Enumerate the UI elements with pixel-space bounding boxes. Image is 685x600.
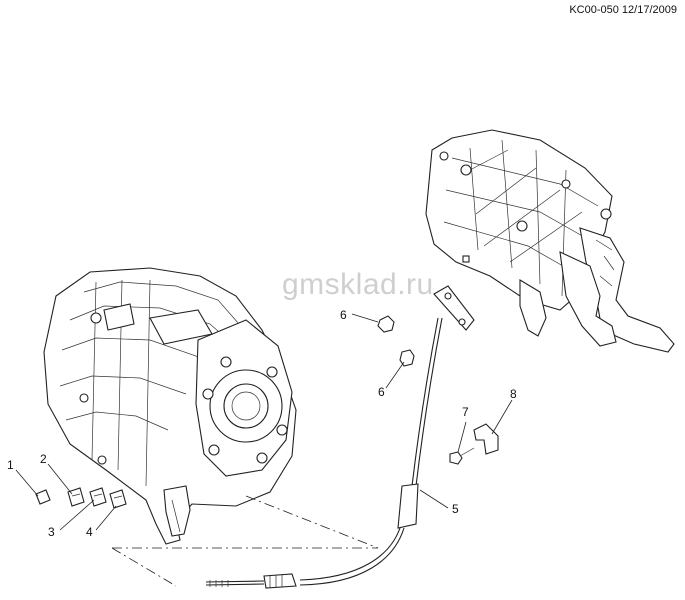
fasteners	[377, 315, 499, 465]
callout-1: 1	[7, 458, 14, 472]
callout-7: 7	[462, 405, 469, 419]
watermark-text: gmsklad.ru	[282, 268, 434, 301]
callout-6b: 6	[378, 385, 385, 399]
callout-8: 8	[510, 387, 517, 401]
callout-5: 5	[452, 502, 459, 516]
diagram-reference-stamp: KC00-050 12/17/2009	[569, 4, 677, 16]
leader-lines	[15, 313, 513, 531]
callout-4: 4	[86, 525, 93, 539]
transaxle-housing	[43, 267, 297, 545]
alignment-lines	[111, 495, 379, 587]
callout-6a: 6	[340, 308, 347, 322]
pedal-bracket-assembly	[425, 129, 675, 353]
cable-bracket-plate	[433, 255, 475, 331]
callout-2: 2	[40, 452, 47, 466]
bushing-parts	[35, 487, 127, 509]
clutch-cable	[205, 317, 443, 589]
callout-3: 3	[48, 525, 55, 539]
